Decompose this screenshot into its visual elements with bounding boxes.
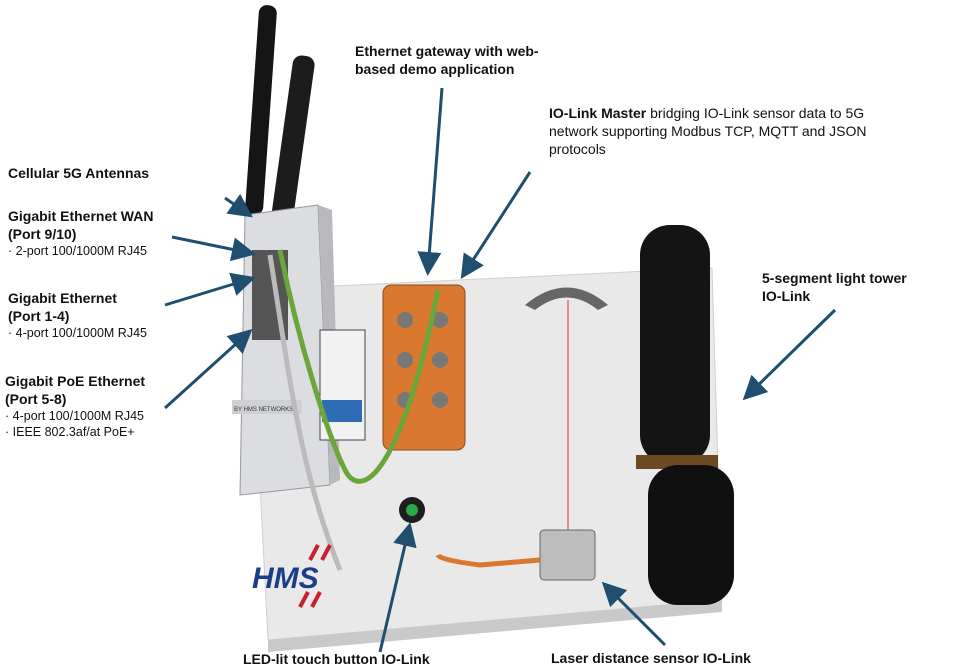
arrow-wan — [171, 235, 256, 262]
label-gateway-line: based demo application — [355, 61, 515, 77]
arrow-light-tower — [742, 308, 837, 401]
laser-sensor — [539, 529, 596, 581]
label-laser: Laser distance sensor IO-Link — [551, 650, 751, 666]
connector — [397, 312, 413, 328]
label-poe: Gigabit PoE Ethernet (Port 5-8) · 4-port… — [5, 373, 146, 439]
arrow-poe — [163, 328, 253, 410]
gateway-terminal — [322, 400, 362, 422]
label-light-tower-line: 5-segment light tower — [762, 270, 907, 286]
green-cable — [277, 249, 441, 484]
antenna-icon — [271, 55, 315, 225]
reflector — [525, 287, 608, 310]
arrow-iolink-master — [460, 171, 532, 280]
arrow-antennas — [224, 193, 253, 218]
arrow-lan — [164, 272, 256, 307]
label-antennas: Cellular 5G Antennas — [8, 165, 150, 181]
label-wan-title: Gigabit Ethernet WAN — [8, 208, 154, 224]
router-brand-strip — [232, 400, 302, 414]
arrow-gateway — [417, 87, 444, 276]
label-poe-title: Gigabit PoE Ethernet — [5, 373, 146, 389]
led-light — [406, 504, 418, 516]
label-lan-bullet: 4-port 100/1000M RJ45 — [15, 326, 147, 340]
arrow-laser — [601, 581, 667, 647]
label-poe-port: (Port 5-8) — [5, 391, 67, 407]
label-wan-port: (Port 9/10) — [8, 226, 77, 242]
label-poe-bullet: IEEE 802.3af/at PoE+ — [12, 425, 135, 439]
arrow-led-button — [378, 522, 417, 653]
label-iolink-master-text: network supporting Modbus TCP, MQTT and … — [549, 123, 867, 139]
connector — [432, 392, 448, 408]
connector — [397, 352, 413, 368]
light-tower — [640, 225, 710, 465]
label-light-tower-line: IO-Link — [762, 288, 811, 304]
sensor-cable — [435, 553, 541, 568]
grey-cable — [267, 254, 343, 571]
label-light-tower: 5-segment light tower IO-Link — [762, 269, 907, 305]
label-iolink-master: IO-Link Master bridging IO-Link sensor d… — [549, 104, 866, 158]
label-wan: Gigabit Ethernet WAN (Port 9/10) · 2-por… — [8, 208, 154, 258]
label-iolink-master-bold: IO-Link Master — [549, 105, 647, 121]
label-wan-bullet: 2-port 100/1000M RJ45 — [15, 244, 147, 258]
light-tower-base — [648, 465, 734, 605]
label-led-button: LED-lit touch button IO-Link — [243, 651, 430, 667]
connector — [432, 352, 448, 368]
hms-logo-text: HMS — [252, 562, 319, 595]
label-lan-port: (Port 1-4) — [8, 308, 70, 324]
label-lan-title: Gigabit Ethernet — [8, 290, 117, 306]
io-link-master — [382, 284, 466, 451]
label-poe-bullet: 4-port 100/1000M RJ45 — [12, 409, 144, 423]
label-gateway-line: Ethernet gateway with web- — [355, 43, 539, 59]
label-iolink-master-text: bridging IO-Link sensor data to 5G — [646, 105, 865, 121]
router-brand: BY HMS NETWORKS — [234, 407, 293, 413]
antenna-icon — [245, 5, 277, 215]
label-iolink-master-text: protocols — [549, 141, 606, 157]
label-gateway: Ethernet gateway with web- based demo ap… — [355, 42, 539, 78]
connector — [432, 312, 448, 328]
label-lan: Gigabit Ethernet (Port 1-4) · 4-port 100… — [8, 290, 147, 340]
hms-logo: HMS — [252, 544, 332, 608]
